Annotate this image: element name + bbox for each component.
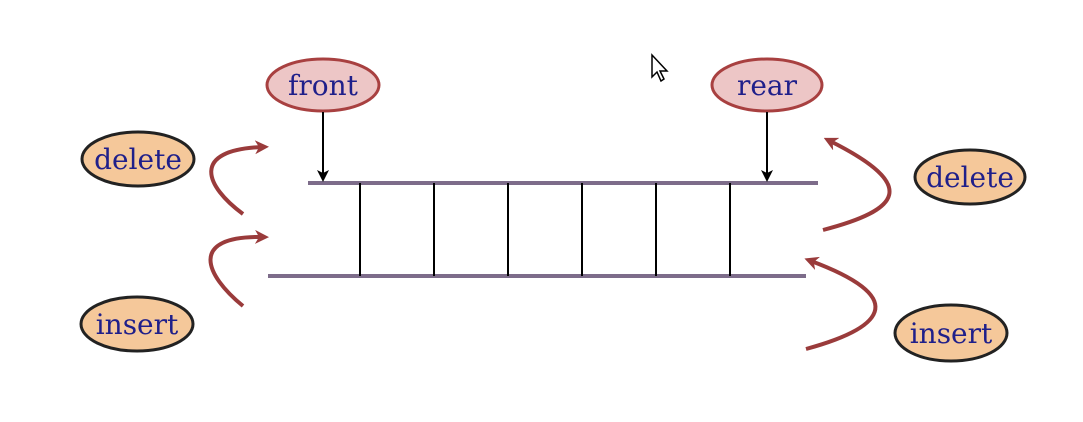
right-insert-operation: insert	[804, 256, 1009, 363]
rear-pointer: rear	[710, 57, 824, 182]
cell-dividers	[359, 183, 731, 276]
right-delete-label: delete	[926, 161, 1014, 194]
left-delete-operation: delete	[80, 130, 269, 216]
left-insert-arrow	[208, 229, 269, 308]
left-insert-label: insert	[96, 308, 179, 341]
right-delete-node	[913, 148, 1027, 206]
rear-node	[710, 57, 824, 113]
deque-body	[268, 181, 818, 278]
right-insert-arrow	[804, 256, 878, 351]
right-delete-arrow	[822, 137, 892, 232]
left-delete-label: delete	[94, 143, 182, 176]
left-insert-node	[79, 295, 195, 353]
rear-label: rear	[737, 69, 798, 102]
front-label: front	[288, 69, 359, 102]
left-delete-node	[80, 130, 196, 188]
right-insert-node	[893, 303, 1009, 363]
mouse-pointer-icon	[651, 53, 669, 83]
right-delete-operation: delete	[822, 137, 1027, 232]
front-pointer: front	[265, 57, 381, 182]
right-insert-label: insert	[910, 317, 993, 350]
left-insert-operation: insert	[79, 229, 269, 353]
front-node	[265, 57, 381, 113]
left-delete-arrow	[209, 140, 269, 216]
